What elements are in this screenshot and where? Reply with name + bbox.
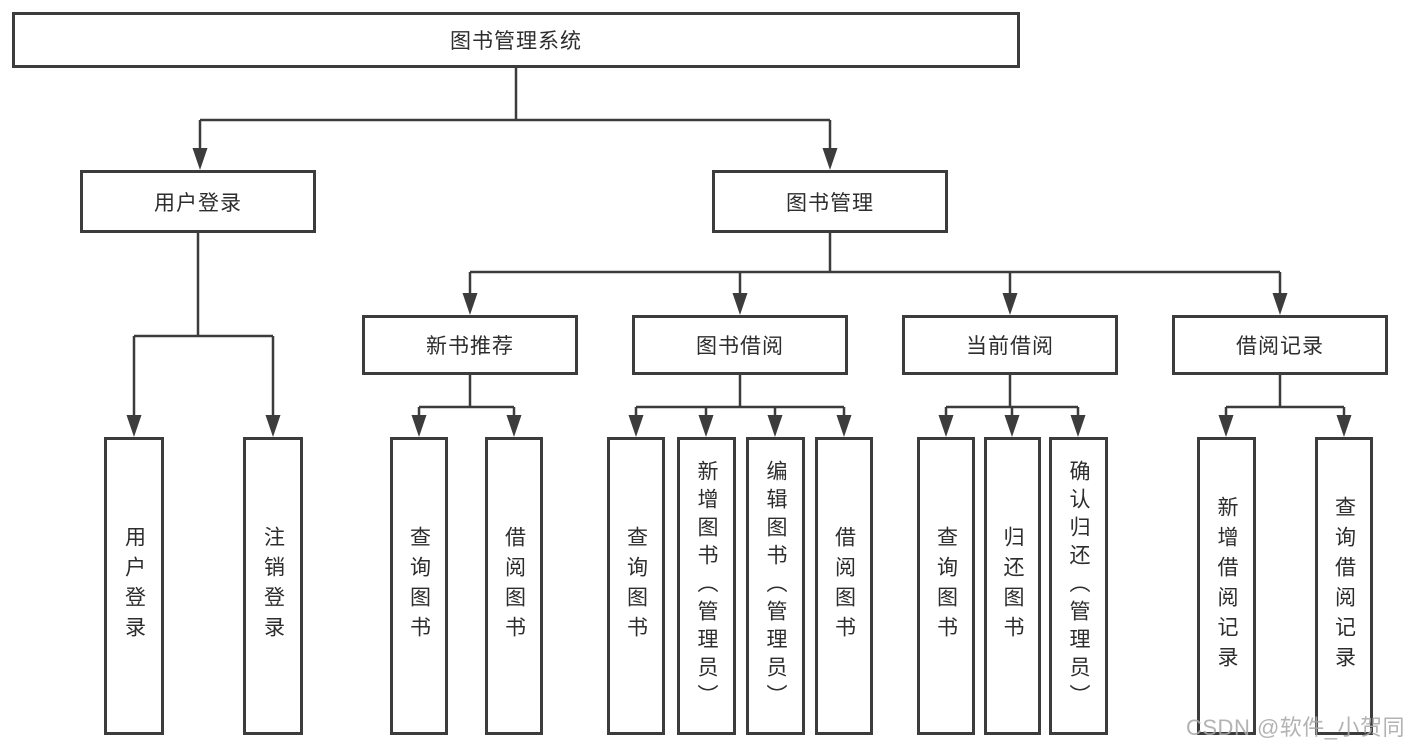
node-root-system: 图书管理系统 [12, 12, 1020, 68]
node-current-borrow: 当前借阅 [902, 315, 1118, 375]
node-user-login: 用户登录 [80, 170, 316, 233]
node-book-borrow: 图书借阅 [632, 315, 848, 375]
csdn-watermark: CSDN @软件_小贺同学 [1186, 715, 1405, 740]
leaf-borrow-books: 借阅图书 [815, 437, 873, 735]
leaf-query-books-borrow: 查询图书 [607, 437, 665, 735]
leaf-user-login: 用户登录 [104, 437, 164, 735]
leaf-logout: 注销登录 [243, 437, 303, 735]
arrowheads [126, 148, 1352, 437]
leaf-edit-books-admin: 编辑图书（管理员） [746, 437, 805, 735]
leaf-add-borrow-record: 新增借阅记录 [1197, 437, 1256, 735]
node-new-book-recommend: 新书推荐 [362, 315, 578, 375]
node-borrow-records: 借阅记录 [1172, 315, 1388, 375]
leaf-borrow-books-recommend: 借阅图书 [485, 437, 543, 735]
leaf-query-borrow-record: 查询借阅记录 [1315, 437, 1373, 735]
leaf-return-books: 归还图书 [984, 437, 1041, 735]
leaf-query-books-current: 查询图书 [917, 437, 975, 735]
leaf-query-books-recommend: 查询图书 [390, 437, 448, 735]
node-book-management: 图书管理 [712, 170, 948, 233]
leaf-confirm-return-admin: 确认归还（管理员） [1049, 437, 1108, 735]
leaf-add-books-admin: 新增图书（管理员） [677, 437, 736, 735]
